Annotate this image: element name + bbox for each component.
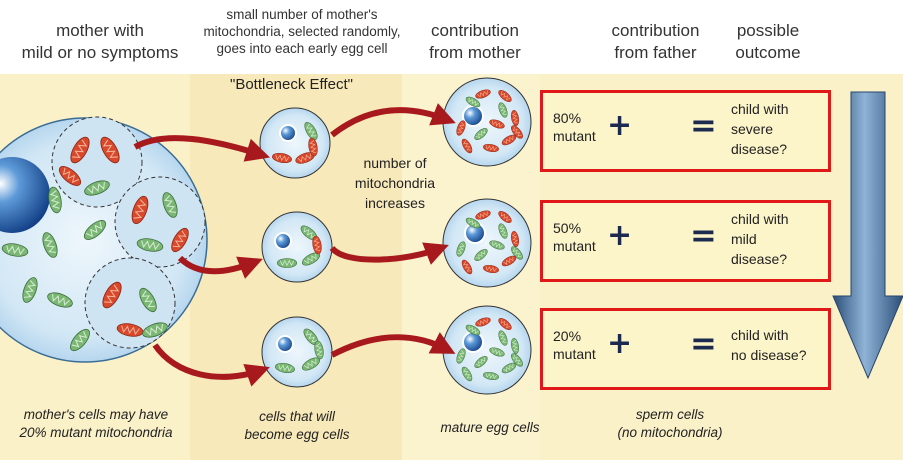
egg-cell	[261, 316, 333, 388]
outcome-result: child with no disease?	[731, 327, 807, 363]
egg-cell	[442, 77, 532, 167]
mutant-percentage: 50% mutant	[553, 220, 596, 254]
plus-symbol: +	[607, 108, 633, 143]
outcome-result: child with mild disease?	[731, 211, 789, 267]
outcome-box-50: 50% mutant child with mild disease?	[540, 200, 831, 282]
caption-mother-cells: mother's cells may have 20% mutant mitoc…	[19, 407, 173, 440]
egg-cell	[259, 107, 331, 179]
egg-cell	[442, 305, 532, 395]
mitochondria-increase-note: number of mitochondria increases	[354, 155, 436, 211]
mutant-percentage: 80% mutant	[553, 110, 596, 144]
plus-symbol: +	[607, 218, 633, 253]
header-from-father: contribution from father	[611, 21, 700, 62]
equals-symbol: =	[690, 324, 717, 362]
caption-mature-eggs: mature egg cells	[440, 420, 540, 435]
header-mother: mother with mild or no symptoms	[21, 21, 179, 62]
header-from-mother: contribution from mother	[429, 21, 521, 62]
egg-cell	[261, 211, 333, 283]
egg-cell	[442, 198, 532, 288]
mutant-percentage: 20% mutant	[553, 328, 596, 362]
header-outcome: possible outcome	[735, 21, 801, 62]
outcome-box-80: 80% mutant child with severe disease?	[540, 90, 831, 172]
header-selection: small number of mother's mitochondria, s…	[203, 7, 401, 56]
outcome-result: child with severe disease?	[731, 101, 789, 157]
bottleneck-label: "Bottleneck Effect"	[230, 76, 353, 93]
plus-symbol: +	[607, 326, 633, 361]
equals-symbol: =	[690, 216, 717, 254]
outcome-box-20: 20% mutant child with no disease?	[540, 308, 831, 390]
caption-egg-precursors: cells that will become egg cells	[244, 409, 350, 442]
equals-symbol: =	[690, 106, 717, 144]
caption-sperm: sperm cells (no mitochondria)	[617, 407, 723, 440]
normal-mitochondrion	[276, 258, 298, 268]
